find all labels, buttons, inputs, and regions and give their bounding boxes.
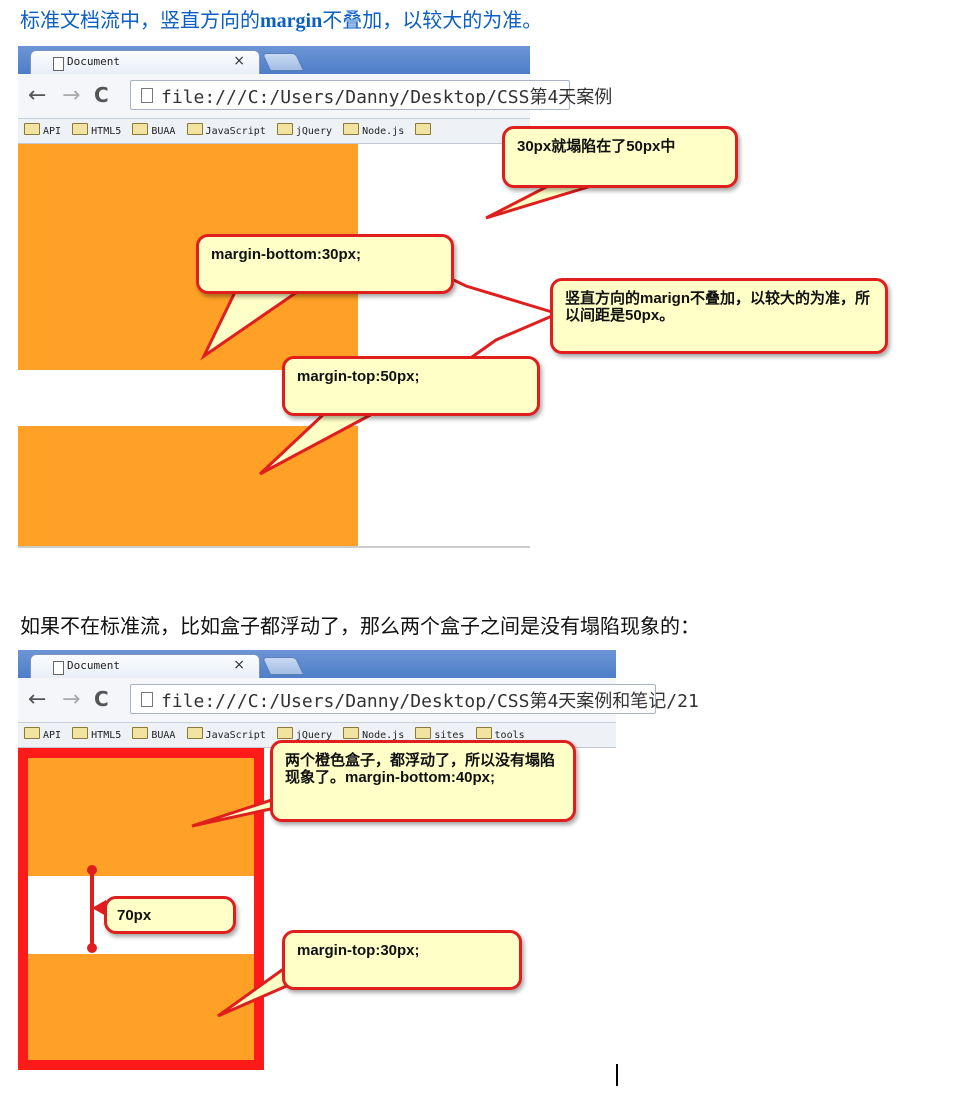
toolbar: ← → C file:///C:/Users/Danny/Desktop/CSS… xyxy=(18,678,699,723)
bookmark-tools[interactable]: tools xyxy=(475,727,525,741)
paragraph-float-note: 如果不在标准流，比如盒子都浮动了，那么两个盒子之间是没有塌陷现象的： xyxy=(20,614,700,638)
new-tab-button[interactable] xyxy=(261,53,305,71)
bookmark-javascript[interactable]: JavaScript xyxy=(186,123,266,137)
callout-margin-top: margin-top:50px; xyxy=(282,356,540,416)
folder-icon xyxy=(343,123,360,135)
heading-text-after: 不叠加，以较大的为准。 xyxy=(322,8,543,32)
browser-window-1: Document × ← → C file:///C:/Users/Danny/… xyxy=(18,46,612,548)
tab-title: Document xyxy=(67,659,120,672)
folder-icon xyxy=(24,727,40,739)
callout-text: margin-bottom:30px; xyxy=(211,246,361,263)
bookmark-label: jQuery xyxy=(295,126,332,137)
bookmark-label: API xyxy=(43,730,62,741)
bookmark-label: JavaScript xyxy=(205,126,266,137)
toolbar: ← → C file:///C:/Users/Danny/Desktop/CSS… xyxy=(18,74,612,119)
bookmark-html5[interactable]: HTML5 xyxy=(72,727,121,741)
page-icon xyxy=(53,57,64,71)
folder-icon xyxy=(186,727,203,739)
bookmark-label: JavaScript xyxy=(205,730,266,741)
page-icon xyxy=(53,661,64,675)
callout-text: 竖直方向的marign不叠加，以较大的为准，所以间距是50px。 xyxy=(565,290,871,325)
tab-strip: Document × xyxy=(18,46,530,75)
folder-icon xyxy=(72,123,89,135)
close-tab-icon[interactable]: × xyxy=(233,657,245,673)
bookmark-label: HTML5 xyxy=(91,730,122,741)
callout-text: 两个橙色盒子，都浮动了，所以没有塌陷现象了。margin-bottom:40px… xyxy=(285,752,556,787)
tab-title: Document xyxy=(67,55,120,68)
folder-icon xyxy=(415,123,432,135)
address-bar[interactable]: file:///C:/Users/Danny/Desktop/CSS第4天案例和… xyxy=(130,684,699,714)
folder-icon xyxy=(415,727,432,739)
heading-text-bold: margin xyxy=(260,10,323,32)
scrollbar-stub[interactable] xyxy=(18,546,530,548)
address-bar[interactable]: file:///C:/Users/Danny/Desktop/CSS第4天案例 xyxy=(130,80,612,110)
url-text: file:///C:/Users/Danny/Desktop/CSS第4天案例和… xyxy=(161,691,699,712)
folder-icon xyxy=(475,727,492,739)
callout-gap-label: 70px xyxy=(104,896,236,934)
bookmarks-bar: API HTML5 BUAA JavaScript jQuery Node.js xyxy=(18,119,530,144)
page-icon xyxy=(141,88,153,103)
bookmark-api[interactable]: API xyxy=(24,727,61,741)
back-arrow-icon[interactable]: ← xyxy=(28,83,47,108)
bookmark-jquery[interactable]: jQuery xyxy=(276,123,332,137)
bookmark-buaa[interactable]: BUAA xyxy=(132,727,175,741)
floated-box-top xyxy=(28,758,254,876)
bookmark-folder[interactable] xyxy=(415,123,434,137)
folder-icon xyxy=(343,727,360,739)
bookmark-label: BUAA xyxy=(151,126,176,137)
folder-icon xyxy=(24,123,40,135)
close-tab-icon[interactable]: × xyxy=(233,53,245,69)
bookmark-label: tools xyxy=(494,730,525,741)
folder-icon xyxy=(132,727,149,739)
bookmark-jquery[interactable]: jQuery xyxy=(276,727,332,741)
callout-text: margin-top:50px; xyxy=(297,368,420,385)
page-icon xyxy=(141,692,153,707)
bookmark-label: BUAA xyxy=(151,730,176,741)
url-text: file:///C:/Users/Danny/Desktop/CSS第4天案例 xyxy=(161,87,613,108)
bookmark-buaa[interactable]: BUAA xyxy=(132,123,175,137)
back-arrow-icon[interactable]: ← xyxy=(28,687,47,712)
callout-rule-note: 竖直方向的marign不叠加，以较大的为准，所以间距是50px。 xyxy=(550,278,888,354)
callout-text: 70px xyxy=(117,907,152,924)
callout-float-note: 两个橙色盒子，都浮动了，所以没有塌陷现象了。margin-bottom:40px… xyxy=(270,740,576,822)
new-tab-button[interactable] xyxy=(261,657,305,675)
tab-strip: Document × xyxy=(18,650,616,679)
callout-margin-bottom: margin-bottom:30px; xyxy=(196,234,454,294)
page-viewport xyxy=(18,144,530,548)
folder-icon xyxy=(132,123,149,135)
bookmark-javascript[interactable]: JavaScript xyxy=(186,727,266,741)
tab-document[interactable]: Document × xyxy=(30,654,260,679)
heading-collapse-rule: 标准文档流中，竖直方向的margin不叠加，以较大的为准。 xyxy=(20,4,542,33)
folder-icon xyxy=(276,123,293,135)
tab-document[interactable]: Document × xyxy=(30,50,260,75)
reload-icon[interactable]: C xyxy=(94,687,109,711)
callout-margin-top-2: margin-top:30px; xyxy=(282,930,522,990)
forward-arrow-icon[interactable]: → xyxy=(62,687,81,712)
callout-collapse-note: 30px就塌陷在了50px中 xyxy=(502,126,738,188)
callout-text: margin-top:30px; xyxy=(297,942,420,959)
reload-icon[interactable]: C xyxy=(94,83,109,107)
bookmark-label: Node.js xyxy=(362,730,405,741)
forward-arrow-icon[interactable]: → xyxy=(62,83,81,108)
bookmark-nodejs[interactable]: Node.js xyxy=(343,727,404,741)
browser-window-2: Document × ← → C file:///C:/Users/Danny/… xyxy=(18,650,699,1074)
bookmark-html5[interactable]: HTML5 xyxy=(72,123,121,137)
bookmark-sites[interactable]: sites xyxy=(415,727,464,741)
bookmark-nodejs[interactable]: Node.js xyxy=(343,123,404,137)
bookmark-label: API xyxy=(43,126,62,137)
callout-text: 30px就塌陷在了50px中 xyxy=(517,138,676,155)
bookmark-label: jQuery xyxy=(295,730,332,741)
heading-text-before: 标准文档流中，竖直方向的 xyxy=(20,8,260,32)
text-cursor xyxy=(616,1064,618,1086)
folder-icon xyxy=(72,727,89,739)
folder-icon xyxy=(186,123,203,135)
bookmark-label: sites xyxy=(434,730,465,741)
floated-box-bottom xyxy=(28,954,254,1060)
orange-box-bottom xyxy=(18,426,358,546)
bookmark-api[interactable]: API xyxy=(24,123,61,137)
bookmark-label: HTML5 xyxy=(91,126,122,137)
bookmark-label: Node.js xyxy=(362,126,405,137)
folder-icon xyxy=(276,727,293,739)
